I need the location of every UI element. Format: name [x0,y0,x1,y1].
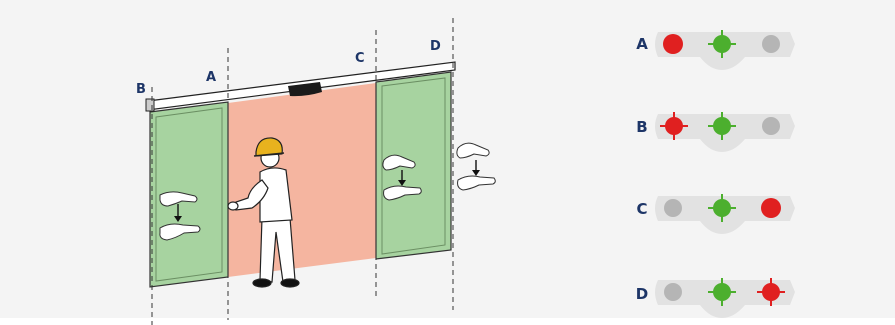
bottom-band [0,318,895,325]
left-door-inner-frame [155,107,223,282]
zone-boundaries [151,18,454,325]
row-letter-a: A [636,35,648,53]
hand-gesture-icon [382,154,422,201]
row-letter-b: B [636,118,648,136]
row-letter-c: C [636,200,648,218]
zone-label-d: D [430,39,441,54]
zone-label-b: B [136,82,146,97]
hand-gesture-icon [159,191,201,241]
door-sensor-icon [288,82,322,97]
detection-zone [228,83,376,277]
row-letter-d: D [635,285,649,303]
hand-gesture-icon [456,142,496,191]
rail-end-cap [145,98,155,112]
zone-label-c: C [355,51,365,66]
zone-label-a: A [206,70,216,85]
right-door-inner-frame [381,77,446,255]
worker-figure-icon [227,137,300,288]
